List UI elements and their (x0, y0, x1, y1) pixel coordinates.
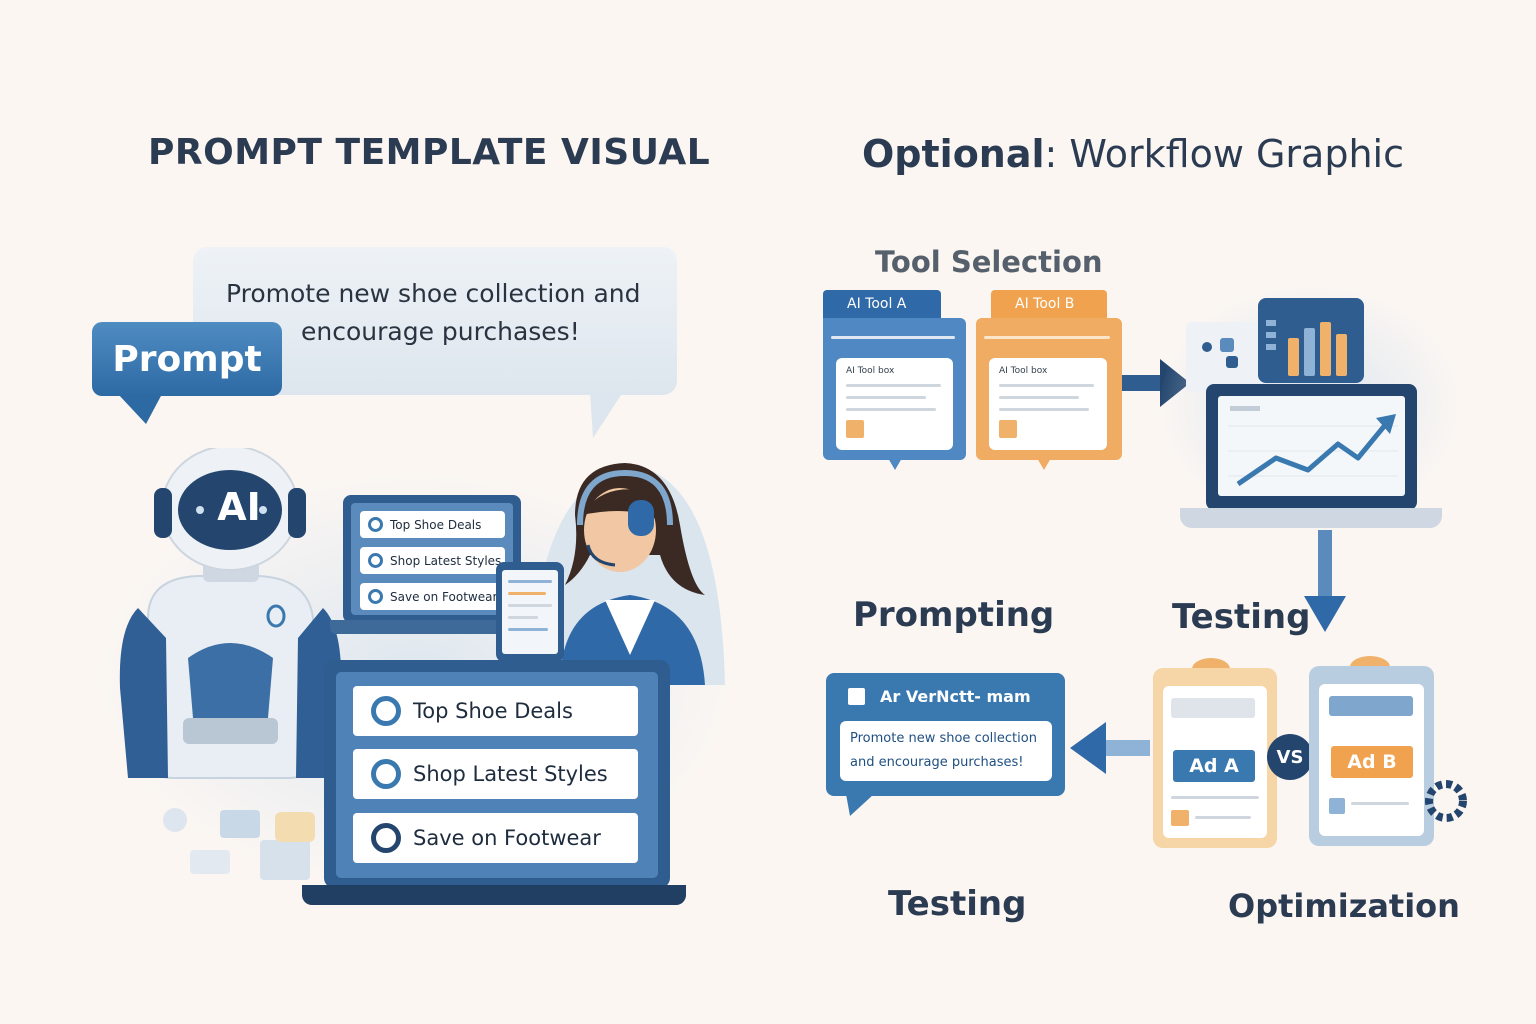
radio-icon (368, 517, 383, 532)
laptop-menu-item-shop-latest-styles[interactable]: Shop Latest Styles (353, 749, 638, 799)
right-title: Optional: Workflow Graphic (862, 132, 1404, 176)
gear-icon (1425, 780, 1467, 822)
radio-icon (371, 823, 401, 853)
laptop-menu-label: Shop Latest Styles (413, 762, 608, 786)
tool-a-window: AI Tool box (823, 318, 966, 460)
robot-illustration (119, 448, 342, 779)
analytics-laptop (1206, 384, 1417, 510)
right-title-rest: : Workflow Graphic (1044, 132, 1404, 176)
prompt-card-checkbox-icon (848, 688, 865, 705)
tool-b-window: AI Tool box (976, 318, 1122, 460)
radio-icon (368, 553, 383, 568)
laptop-menu-item-save-on-footwear[interactable]: Save on Footwear (353, 813, 638, 863)
big-laptop-base (302, 885, 686, 905)
tool-a-tail (888, 458, 902, 470)
growth-line-chart-icon (1228, 406, 1398, 487)
right-title-bold: Optional (862, 132, 1045, 176)
speech-text-line1: Promote new shoe collection and (226, 279, 641, 308)
arrow-left-icon (1070, 722, 1150, 774)
arrow-down-icon (1304, 530, 1346, 632)
testing-top-label: Testing (1172, 597, 1311, 637)
ad-b-card[interactable]: Ad B (1309, 666, 1434, 846)
robot-face-label: AI (217, 485, 261, 529)
prompt-card-line1: Promote new shoe collection (850, 731, 1037, 746)
speech-text-line2: encourage purchases! (301, 317, 580, 346)
prompt-tag-tail (118, 394, 162, 424)
small-monitor-base (330, 620, 535, 634)
ad-a-card[interactable]: Ad A (1153, 668, 1277, 848)
small-menu-item-top-shoe-deals[interactable]: Top Shoe Deals (360, 511, 505, 538)
prompt-card-header: Ar VerNctt- mam (880, 687, 1031, 706)
phone-device (496, 562, 564, 662)
tool-a-card: AI Tool box (836, 358, 953, 450)
analytics-side-card (1186, 322, 1266, 392)
optimization-label: Optimization (1228, 887, 1460, 925)
radio-icon (368, 589, 383, 604)
prompt-card-line2: and encourage purchases! (850, 755, 1024, 770)
small-menu-item-save-on-footwear[interactable]: Save on Footwear (360, 583, 505, 610)
small-menu-item-shop-latest-styles[interactable]: Shop Latest Styles (360, 547, 505, 574)
radio-icon (371, 759, 401, 789)
ad-a-label: Ad A (1173, 750, 1255, 782)
laptop-menu-label: Save on Footwear (413, 826, 601, 850)
laptop-menu-label: Top Shoe Deals (413, 699, 573, 723)
small-menu-label: Save on Footwear (390, 589, 498, 604)
prompt-card-body: Promote new shoe collection and encourag… (840, 721, 1052, 781)
bar-chart-card (1258, 298, 1364, 383)
small-menu-label: Top Shoe Deals (390, 517, 482, 532)
tool-a-tab[interactable]: AI Tool A (823, 290, 941, 318)
prompting-label: Prompting (853, 595, 1055, 635)
tool-b-card-label: AI Tool box (999, 366, 1048, 376)
prompt-card: Ar VerNctt- mam Promote new shoe collect… (826, 673, 1065, 796)
bar-chart-icon (1266, 320, 1347, 376)
tool-b-tab[interactable]: AI Tool B (991, 290, 1107, 318)
tool-selection-label: Tool Selection (875, 245, 1103, 279)
laptop-menu-item-top-shoe-deals[interactable]: Top Shoe Deals (353, 686, 638, 736)
prompt-card-tail (846, 794, 874, 816)
tool-b-tail (1037, 458, 1051, 470)
tool-a-card-label: AI Tool box (846, 366, 895, 376)
tool-b-card: AI Tool box (989, 358, 1107, 450)
speech-bubble-tail (590, 392, 623, 438)
decorative-squares (163, 808, 315, 880)
ad-b-label: Ad B (1331, 746, 1413, 778)
left-title: PROMPT TEMPLATE VISUAL (148, 132, 711, 173)
vs-badge: VS (1267, 734, 1313, 780)
analytics-laptop-base (1180, 508, 1442, 528)
prompt-tag: Prompt (92, 322, 282, 396)
small-menu-label: Shop Latest Styles (390, 553, 502, 568)
radio-icon (371, 696, 401, 726)
testing-bottom-label: Testing (888, 884, 1027, 924)
woman-agent-illustration (530, 463, 725, 685)
